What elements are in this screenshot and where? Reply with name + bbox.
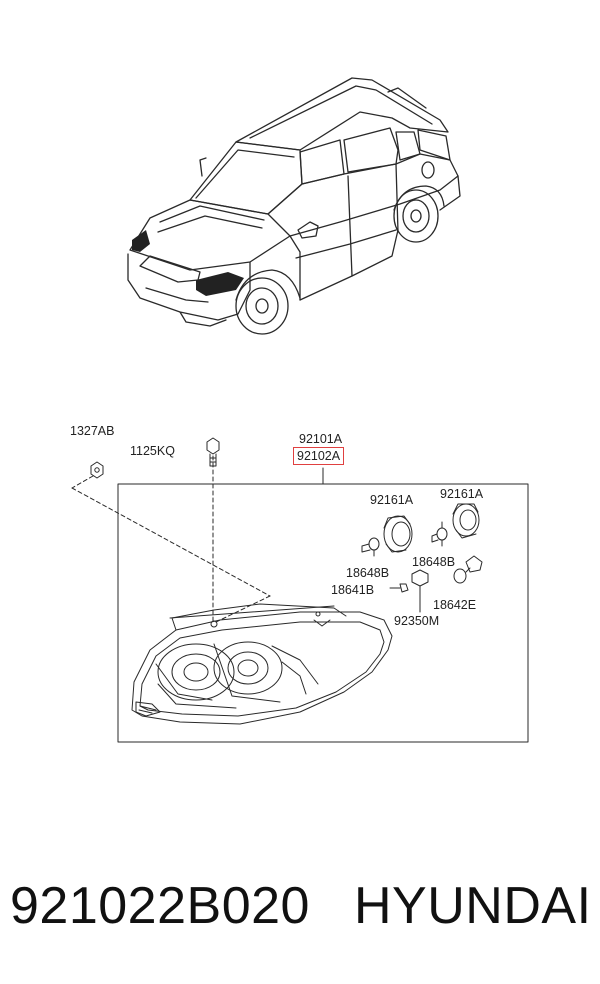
label-nut: 1327AB: [70, 424, 115, 438]
label-side-bulb: 18642E: [433, 598, 477, 612]
part-number: 921022B020: [10, 877, 310, 935]
label-bulb-left: 18648B: [346, 566, 390, 580]
vehicle-illustration: [127, 77, 461, 335]
bulb-right: [431, 521, 448, 547]
label-assembly-lh: 92101A: [299, 432, 343, 446]
label-bulb-right: 18648B: [412, 555, 456, 569]
wiring-socket: [411, 569, 429, 613]
small-bulb: [389, 583, 409, 593]
label-small-bulb: 18641B: [331, 583, 375, 597]
bulb-cap-right: [452, 503, 480, 539]
vehicle-headlights: [132, 230, 244, 296]
nut-part: [90, 461, 104, 479]
label-assembly-rh-highlighted[interactable]: 92102A: [293, 447, 345, 465]
headlamp-diagram: [71, 437, 529, 743]
label-bolt: 1125KQ: [130, 444, 175, 458]
bolt-part: [206, 437, 220, 467]
label-wiring-socket: 92350M: [394, 614, 440, 628]
headlamp-housing: [131, 603, 393, 725]
label-socket-right: 92161A: [440, 487, 484, 501]
brand-name: HYUNDAI: [354, 877, 592, 935]
bulb-left: [361, 537, 380, 557]
bulb-cap-left: [383, 515, 413, 553]
label-socket-left: 92161A: [370, 493, 414, 507]
side-bulb: [453, 555, 483, 584]
assembly-frame: [117, 483, 529, 743]
